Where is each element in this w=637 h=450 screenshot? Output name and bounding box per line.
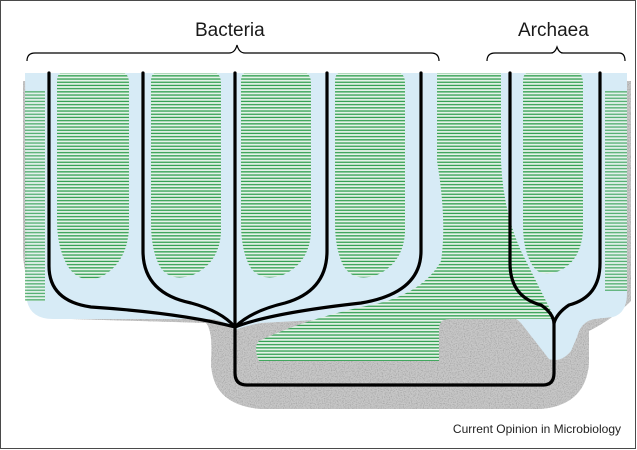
source-caption: Current Opinion in Microbiology <box>453 422 621 436</box>
archaea-label: Archaea <box>518 20 589 42</box>
bacteria-label: Bacteria <box>195 20 265 42</box>
bacteria-brace <box>27 45 439 61</box>
group-braces <box>27 45 625 61</box>
archaea-brace <box>487 47 625 61</box>
